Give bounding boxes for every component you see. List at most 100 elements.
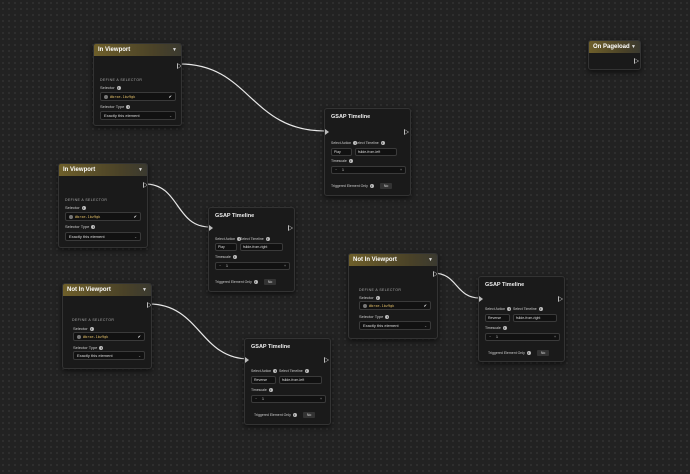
increment-button[interactable]: + [399,168,403,172]
triggered-only-toggle[interactable]: No [302,412,316,418]
output-port-icon[interactable] [433,271,437,277]
info-icon: i [116,85,121,90]
chevron-down-icon[interactable]: ▼ [631,44,636,50]
selector-type-select[interactable]: Exactly this element ⌄ [73,351,145,360]
selector-type-select[interactable]: Exactly this element ⌄ [65,232,141,241]
chevron-down-icon[interactable]: ▼ [428,257,433,263]
trigger-node[interactable]: In Viewport ▼ DEFINE A SELECTOR Selector… [93,43,182,126]
info-icon: i [273,369,278,373]
check-icon: ✔ [133,214,137,219]
selector-input[interactable]: #brxe-1bz9gk ✔ [73,332,145,341]
action-select[interactable]: Play [215,243,237,251]
wire-2 [144,183,211,228]
triggered-only-toggle[interactable]: No [536,350,550,356]
timeline-select[interactable]: fslide-from-left [279,376,322,384]
trigger-node[interactable]: Not In Viewport ▼ DEFINE A SELECTOR Sele… [348,253,438,339]
selector-input[interactable]: #brxe-1bz9gk ✔ [65,212,141,221]
selector-type-select[interactable]: Exactly this element ⌄ [100,111,176,120]
trigger-node[interactable]: Not In Viewport ▼ DEFINE A SELECTOR Sele… [62,283,152,369]
increment-button[interactable]: + [319,397,323,401]
decrement-button[interactable]: − [488,335,492,339]
selector-type-select[interactable]: Exactly this element ⌄ [359,321,431,330]
output-port-icon[interactable] [558,296,563,302]
info-icon: i [126,104,131,109]
timeline-select[interactable]: fslide-from-right [240,243,283,251]
timeline-select[interactable]: fslide-from-right [513,314,557,322]
chevron-down-icon: ⌄ [138,353,141,358]
output-port-icon[interactable] [177,63,181,69]
info-icon: i [89,326,94,331]
timescale-stepper[interactable]: − 1 + [251,395,326,403]
element-icon [69,214,73,219]
trigger-header[interactable]: Not In Viewport ▼ [63,284,151,296]
output-port-icon[interactable] [288,225,293,231]
info-icon: i [385,314,390,319]
input-port-icon[interactable] [245,357,249,363]
timescale-stepper[interactable]: − 1 + [331,166,406,174]
timescale-stepper[interactable]: − 1 + [485,333,560,341]
input-port-icon[interactable] [325,129,329,135]
triggered-only-toggle[interactable]: No [263,279,277,285]
timeline-title: GSAP Timeline [485,282,525,288]
chevron-down-icon: ⌄ [424,323,427,328]
trigger-header[interactable]: Not In Viewport ▼ [349,254,437,266]
input-port-icon[interactable] [479,296,483,302]
triggered-only-toggle[interactable]: No [379,183,393,189]
output-port-icon[interactable] [143,182,147,188]
timeline-select[interactable]: fslide-from-left [355,148,397,156]
trigger-header[interactable]: In Viewport ▼ [94,44,181,56]
increment-button[interactable]: + [553,335,557,339]
chevron-down-icon: ⌄ [169,113,172,118]
action-select[interactable]: Reverse [485,314,510,322]
section-label: DEFINE A SELECTOR [359,288,402,292]
output-port-icon[interactable] [404,129,409,135]
info-icon: i [292,413,297,417]
pageload-header[interactable]: On Pageload ▼ [589,41,640,53]
increment-button[interactable]: + [283,264,287,268]
action-select[interactable]: Play [331,148,352,156]
decrement-button[interactable]: − [254,397,258,401]
decrement-button[interactable]: − [218,264,222,268]
info-icon: i [237,237,242,241]
info-icon: i [268,388,273,392]
timeline-title: GSAP Timeline [215,213,255,219]
trigger-node[interactable]: In Viewport ▼ DEFINE A SELECTOR Selector… [58,163,148,248]
output-port-icon[interactable] [147,302,151,308]
output-port-icon[interactable] [324,357,329,363]
input-port-icon[interactable] [209,225,213,231]
timescale-stepper[interactable]: − 1 + [215,262,290,270]
element-icon [363,303,367,308]
trigger-header[interactable]: In Viewport ▼ [59,164,147,176]
chevron-down-icon[interactable]: ▼ [172,47,177,53]
selector-input[interactable]: #brxe-1bz9gk ✔ [359,301,431,310]
decrement-button[interactable]: − [334,168,338,172]
chevron-down-icon[interactable]: ▼ [142,287,147,293]
info-icon: i [353,141,358,145]
wire-4 [432,272,481,299]
info-icon: i [348,159,353,163]
output-port-icon[interactable] [634,58,639,64]
chevron-down-icon[interactable]: ▼ [138,167,143,173]
action-select[interactable]: Reverse [251,376,276,384]
selector-input[interactable]: #brxe-1bz9gk ✔ [100,92,176,101]
info-icon: i [380,141,385,145]
element-icon [77,334,81,339]
pageload-node[interactable]: On Pageload ▼ [588,40,641,70]
info-icon: i [538,307,543,311]
